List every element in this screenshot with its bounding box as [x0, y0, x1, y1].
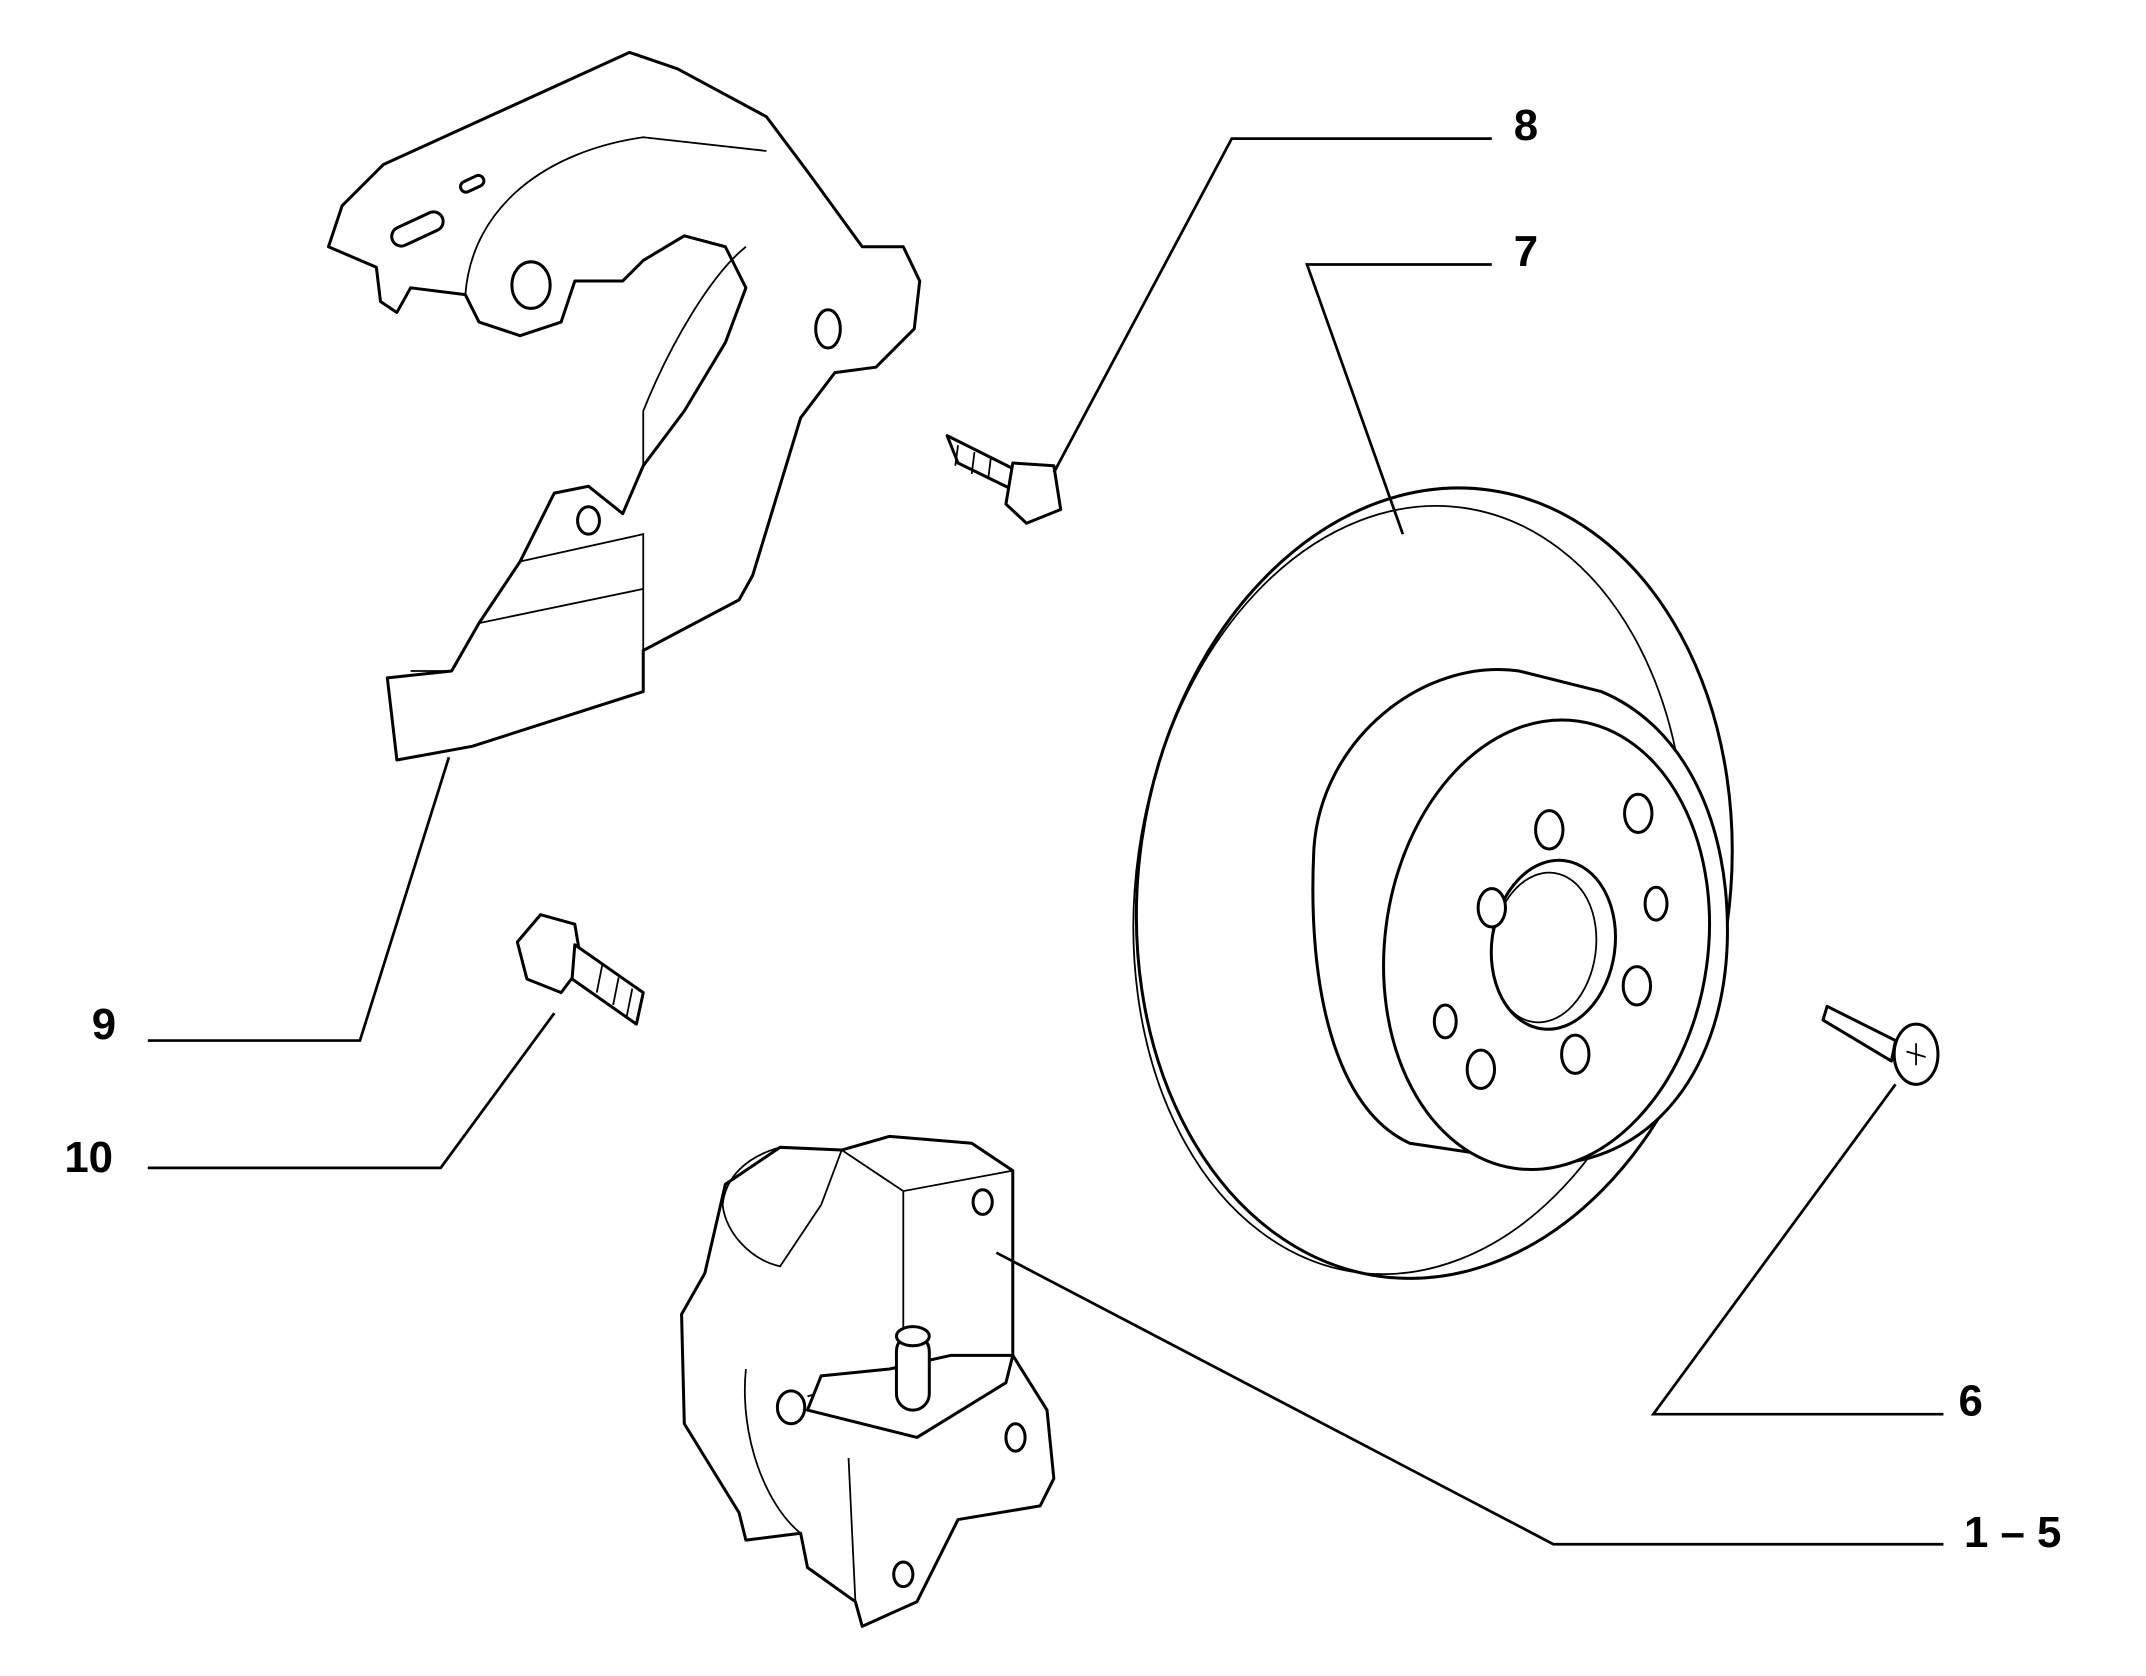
brake-disc [1132, 486, 1734, 1280]
callout-8: 8 [1514, 101, 1538, 150]
callout-6: 6 [1958, 1377, 1982, 1426]
callout-9: 9 [92, 1000, 116, 1049]
leader-line-10 [147, 1012, 556, 1170]
bolt-10 [515, 913, 645, 1026]
callout-1-5: 1 – 5 [1964, 1508, 2061, 1557]
callout-10: 10 [64, 1133, 113, 1182]
leader-line-6 [1650, 1083, 1944, 1416]
leader-line-7 [1305, 263, 1492, 535]
leader-line-9 [147, 756, 451, 1042]
dust-shield [326, 50, 922, 762]
leader-line-8 [1052, 137, 1492, 474]
bolt-8 [945, 434, 1063, 525]
brake-caliper [680, 1134, 1056, 1628]
screw-6 [1821, 1004, 1940, 1086]
leader-line-1-5 [995, 1251, 1944, 1546]
callout-7: 7 [1514, 227, 1538, 276]
